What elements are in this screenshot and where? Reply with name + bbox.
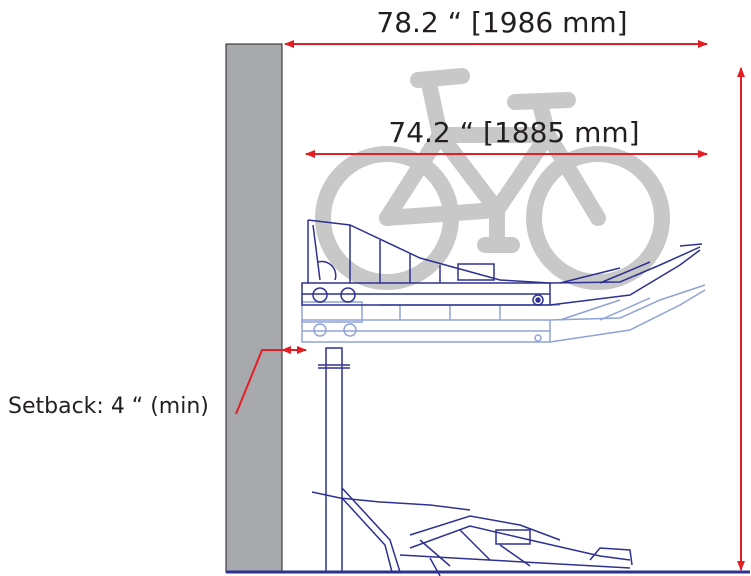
support-post [318,347,350,573]
setback-label: Setback: 4 “ (min) [8,394,209,419]
upper-rack-tray [301,219,703,306]
floor-tray [311,487,633,576]
overall-width-label: 78.2 “ [1986 mm] [376,6,627,39]
setback-leader [235,349,282,415]
bicycle-icon [315,68,670,290]
inner-width-label: 74.2 “ [1885 mm] [388,116,639,149]
dimension-lines [235,40,745,571]
wall [225,43,283,573]
